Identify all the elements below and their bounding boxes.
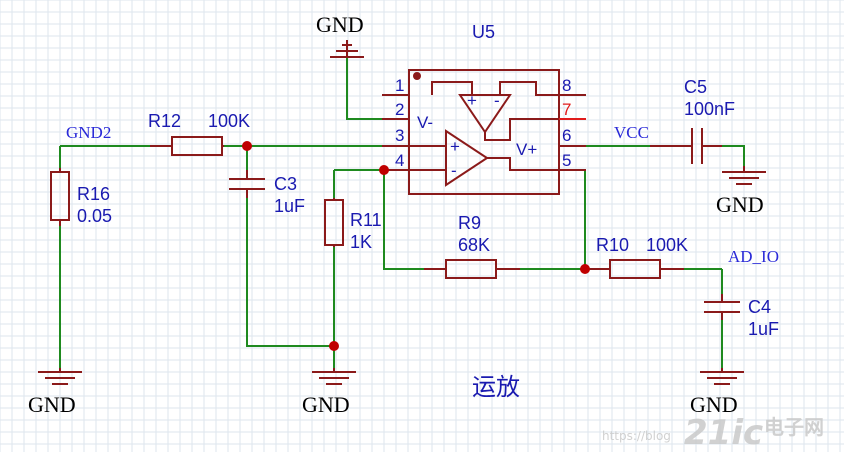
watermark: https://blog 21ic 电子网	[602, 413, 824, 452]
junction-dot	[580, 264, 590, 274]
u5-pin-6: 6	[562, 126, 571, 145]
gnd-symbol-c5: GND	[716, 166, 766, 217]
u5-vplus-label: V+	[516, 140, 537, 159]
c3-capacitor[interactable]: C3 1uF	[229, 170, 305, 216]
junction-dot	[242, 141, 252, 151]
opamp-a-symbol	[445, 129, 489, 187]
caption-opamp: 运放	[472, 373, 520, 401]
r9-value: 68K	[458, 235, 490, 255]
gnd-label-r11: GND	[302, 392, 350, 417]
u5-ref-label: U5	[472, 22, 495, 42]
u5-vminus-label: V-	[417, 113, 433, 132]
watermark-brand: 21ic	[684, 413, 763, 452]
gnd-label-r16: GND	[28, 392, 76, 417]
r11-resistor[interactable]: R11 1K	[324, 198, 382, 252]
gnd-symbol-r11: GND	[302, 368, 356, 417]
net-label-vcc: VCC	[614, 123, 649, 142]
net-label-gnd2: GND2	[66, 123, 111, 142]
gnd-symbol-top: GND	[316, 12, 364, 58]
r12-resistor[interactable]: R12 100K	[148, 111, 250, 156]
r11-ref: R11	[350, 210, 382, 230]
watermark-url: https://blog	[602, 429, 671, 443]
r9-resistor[interactable]: R9 68K	[424, 213, 520, 279]
junctions	[242, 141, 590, 351]
c3-ref: C3	[274, 174, 297, 194]
c4-capacitor[interactable]: C4 1uF	[704, 294, 779, 339]
opamp-b-symbol	[458, 94, 512, 134]
r10-ref: R10	[596, 235, 629, 255]
u5-body	[408, 69, 560, 195]
gnd-label-top: GND	[316, 12, 364, 37]
r16-value: 0.05	[77, 206, 112, 226]
gnd-symbol-r16: GND	[28, 368, 82, 417]
net-label-ad-io: AD_IO	[728, 247, 779, 266]
c5-ref: C5	[684, 77, 707, 97]
c3-value: 1uF	[274, 196, 305, 216]
u5-opamp-ic[interactable]: + - + - 1 2 3 4 5 6 7 8 V- V+ U5	[382, 22, 586, 195]
opamp-b-plus-sign: +	[467, 91, 477, 110]
r12-value: 100K	[208, 111, 250, 131]
u5-pin-2: 2	[395, 100, 404, 119]
gnd-label-c5: GND	[716, 192, 764, 217]
u5-pin-3: 3	[395, 126, 404, 145]
c5-capacitor[interactable]: C5 100nF	[650, 77, 735, 164]
junction-dot	[329, 341, 339, 351]
opamp-a-plus-sign: +	[450, 137, 460, 156]
r11-value: 1K	[350, 232, 372, 252]
pin1-marker	[413, 72, 421, 80]
r10-value: 100K	[646, 235, 688, 255]
gnd-symbol-c4: GND	[690, 368, 744, 417]
u5-pin-5: 5	[562, 151, 571, 170]
u5-pin-4: 4	[395, 151, 404, 170]
c4-value: 1uF	[748, 319, 779, 339]
r16-ref: R16	[77, 184, 110, 204]
u5-pin-8: 8	[562, 76, 571, 95]
c5-value: 100nF	[684, 99, 735, 119]
u5-pin-7: 7	[562, 100, 571, 119]
watermark-site: 电子网	[764, 415, 824, 439]
r10-resistor[interactable]: R10 100K	[590, 235, 688, 279]
r9-ref: R9	[458, 213, 481, 233]
u5-pin-1: 1	[395, 76, 404, 95]
r16-resistor[interactable]: R16 0.05	[50, 168, 112, 226]
r12-ref: R12	[148, 111, 181, 131]
opamp-a-minus-sign: -	[451, 161, 457, 180]
opamp-b-minus-sign: -	[494, 91, 500, 110]
gnd-label-c4: GND	[690, 392, 738, 417]
c4-ref: C4	[748, 297, 771, 317]
junction-dot	[379, 165, 389, 175]
